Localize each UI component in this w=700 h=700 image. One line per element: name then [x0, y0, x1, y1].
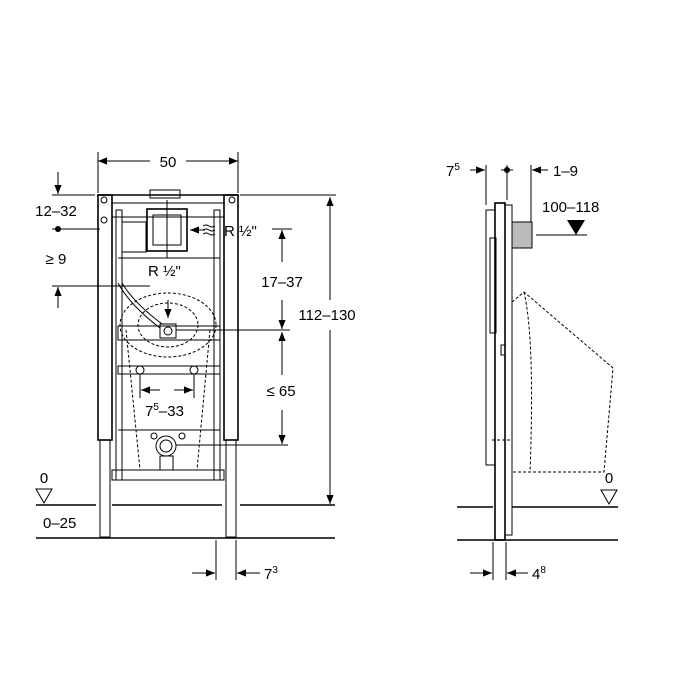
floor-range-label: 0–25 — [43, 515, 76, 532]
width-label: 50 — [160, 154, 177, 171]
pipe-offset-label: 1–9 — [553, 163, 578, 180]
frame — [97, 189, 239, 538]
water-inlet-side-label: R ½" — [224, 223, 257, 240]
water-inlet-center-label: R ½" — [148, 263, 181, 280]
fixing-spacing-label: 75–33 — [145, 402, 184, 420]
level-marker-icon — [567, 220, 585, 235]
urinal-outline — [119, 292, 217, 471]
foot-depth-label: 48 — [532, 565, 546, 583]
total-height-label: 112–130 — [298, 307, 355, 324]
front-view: 50 12–32 ≥ 9 R ½" R ½" 17–37 112–130 ≤ 6… — [35, 152, 356, 583]
side-view: 75 1–9 100–118 0 48 — [446, 162, 618, 583]
level-marker-icon — [35, 488, 53, 505]
inlet-height-label: 17–37 — [261, 274, 303, 291]
mount-height-label: 100–118 — [542, 199, 599, 216]
top-offset-label: 12–32 — [35, 203, 77, 220]
foot-width-label: 73 — [264, 565, 278, 583]
drain-height-label: ≤ 65 — [266, 383, 295, 400]
min-height-label: ≥ 9 — [46, 251, 67, 268]
side-floor-level-label: 0 — [605, 470, 613, 487]
depth-label: 75 — [446, 162, 460, 180]
floor-level-label: 0 — [40, 470, 48, 487]
level-marker-icon — [600, 489, 618, 506]
